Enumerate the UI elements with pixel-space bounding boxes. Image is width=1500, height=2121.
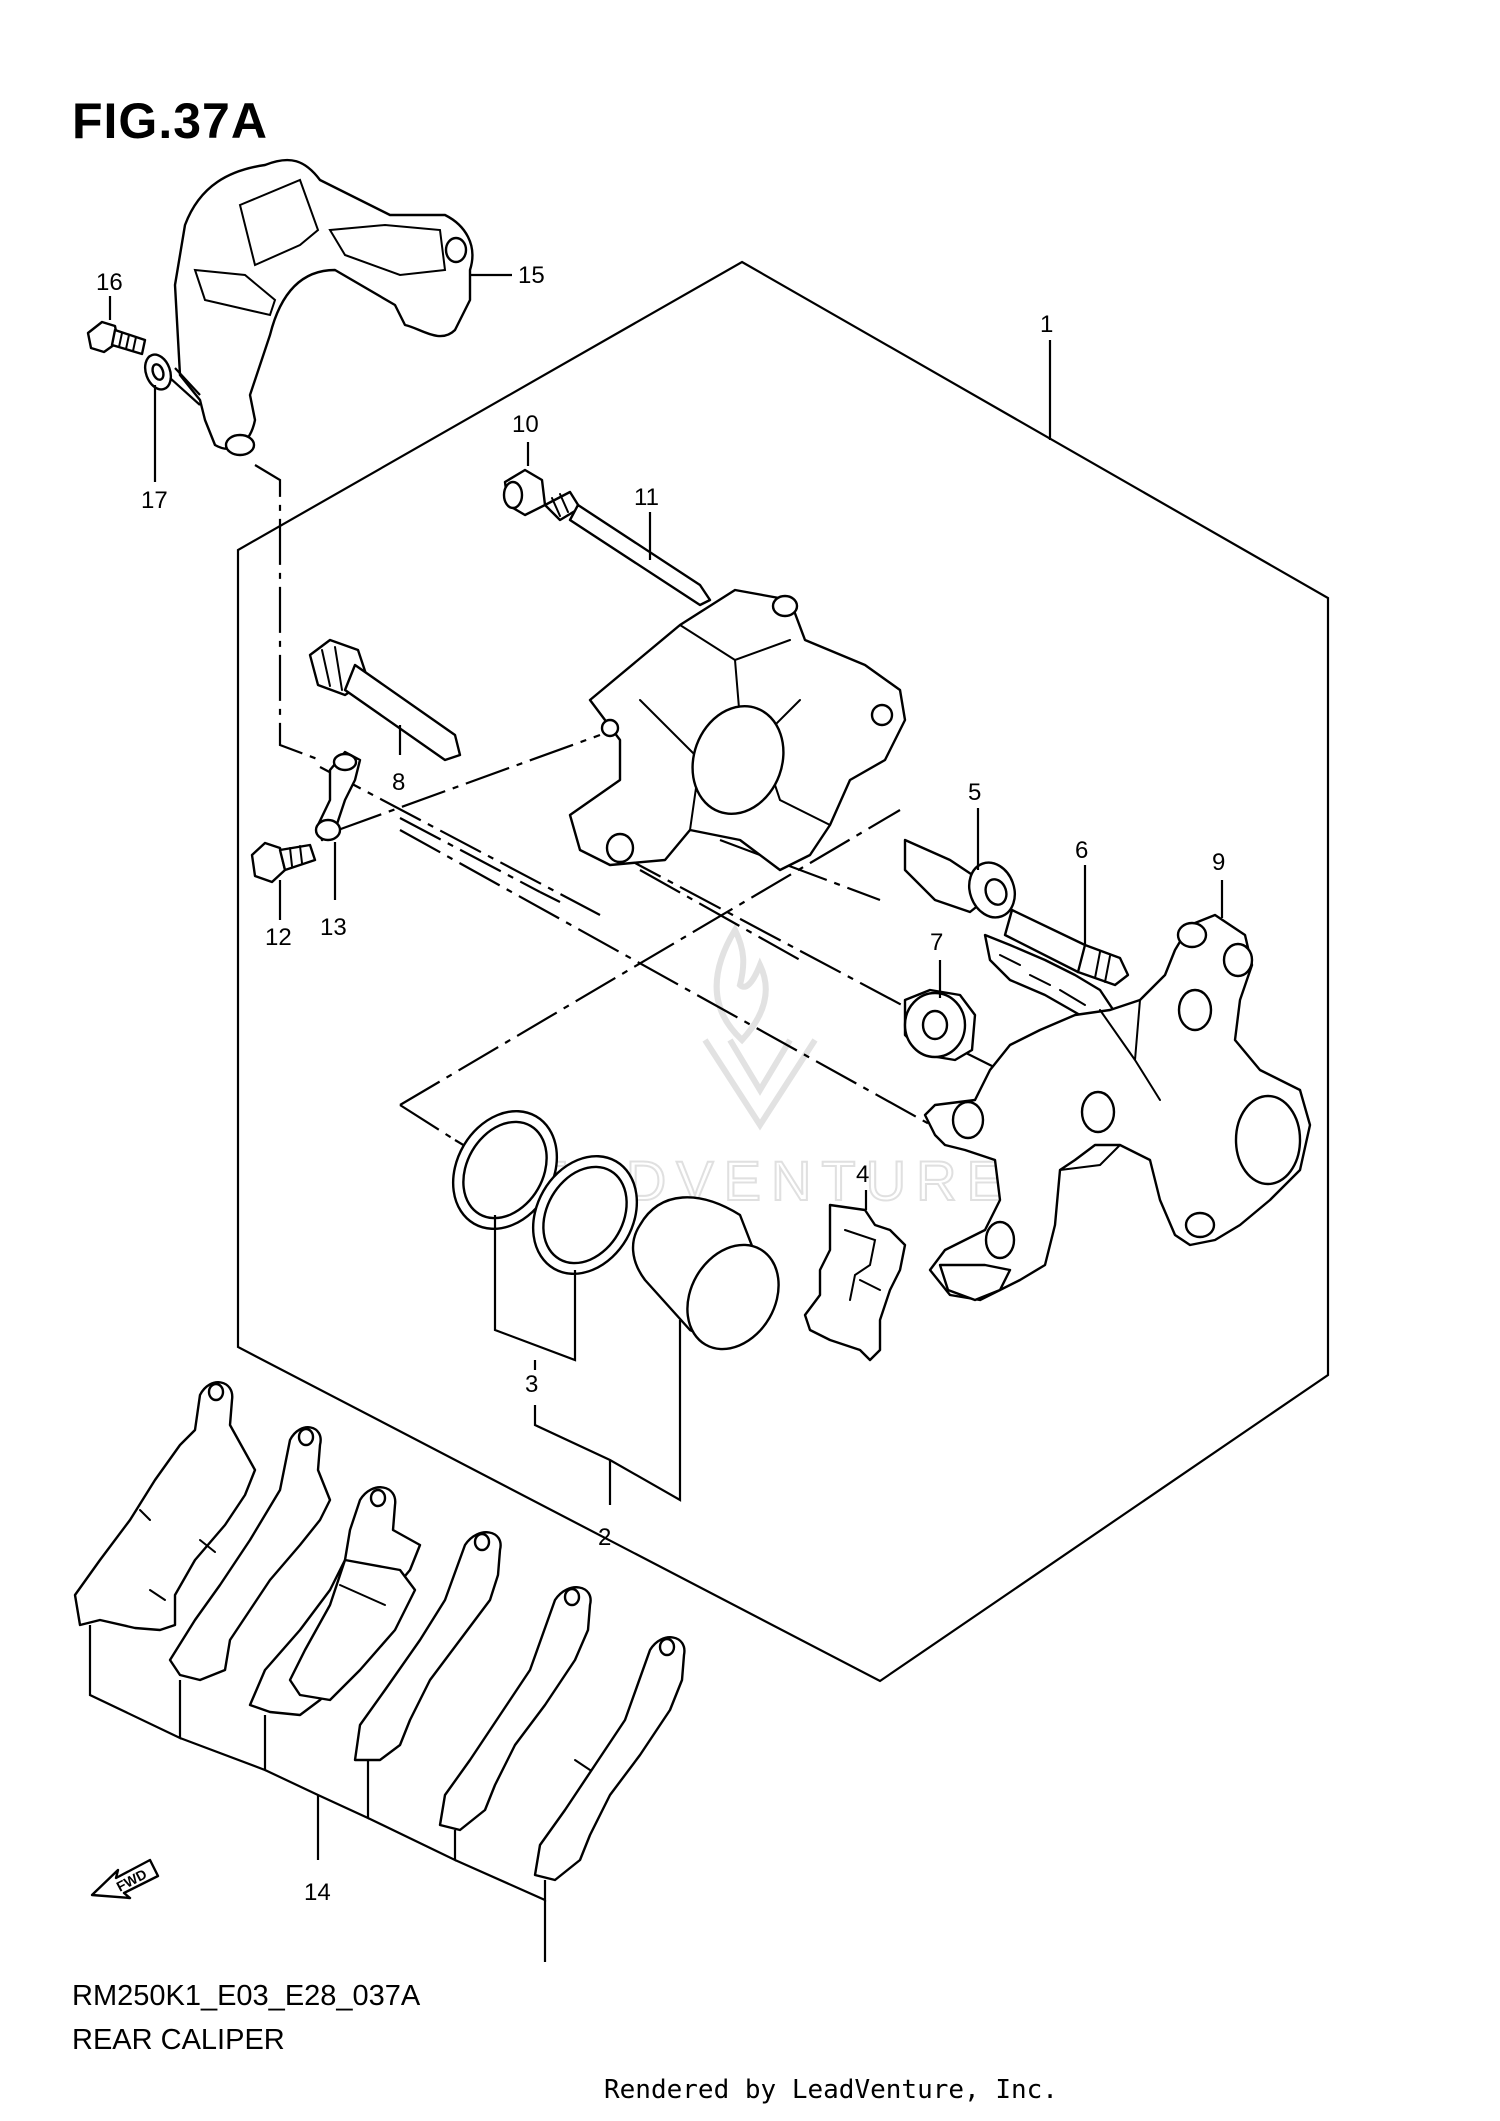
callout-12: 12 [265, 924, 292, 951]
render-credit: Rendered by LeadVenture, Inc. [604, 2075, 1058, 2105]
callout-7: 7 [930, 929, 943, 956]
callout-6: 6 [1075, 837, 1088, 864]
fig-title: FIG.37A [72, 93, 268, 149]
sleeve-part[interactable] [903, 838, 1022, 924]
caliper-assembly-outline [236, 260, 1330, 1683]
callout-10: 10 [512, 411, 539, 438]
callout-15: 15 [518, 262, 545, 289]
bleeder-valve-part[interactable] [250, 841, 317, 884]
pad-spring-part[interactable] [803, 1203, 907, 1362]
callout-4: 4 [856, 1161, 869, 1188]
piston-part[interactable] [631, 1196, 797, 1365]
callout-8: 8 [392, 769, 405, 796]
boot-part[interactable] [903, 988, 977, 1062]
model-code: RM250K1_E03_E28_037A [72, 1980, 421, 2012]
callout-17: 17 [141, 487, 168, 514]
piston-seal-part[interactable] [432, 1092, 657, 1292]
bleeder-cap-part[interactable] [314, 750, 362, 842]
washer-part[interactable] [141, 351, 201, 406]
fwd-arrow-icon: FWD [90, 1858, 160, 1900]
brake-pad-set[interactable] [73, 1381, 686, 1882]
callout-1: 1 [1040, 311, 1053, 338]
assembly-guide-lines [254, 464, 1001, 1156]
guide-bolt-part[interactable] [1003, 908, 1130, 987]
caliper-body-part[interactable] [568, 588, 907, 872]
pad-pin-part[interactable] [543, 490, 712, 607]
callout-5: 5 [968, 779, 981, 806]
caliper-bracket-part[interactable] [923, 913, 1312, 1302]
callout-16: 16 [96, 269, 123, 296]
callout-group: 15 1 16 17 10 11 8 12 13 5 6 9 7 4 3 2 [88, 262, 1225, 1962]
callout-14: 14 [304, 1879, 331, 1906]
callout-2: 2 [598, 1524, 611, 1551]
callout-3: 3 [525, 1371, 538, 1398]
callout-11: 11 [634, 484, 659, 511]
pin-cap-part[interactable] [502, 468, 547, 517]
callout-13: 13 [320, 914, 347, 941]
slide-pin-part[interactable] [308, 638, 462, 762]
bolt-part[interactable] [86, 320, 147, 356]
section-name: REAR CALIPER [72, 2024, 285, 2056]
callout-9: 9 [1212, 849, 1225, 876]
caliper-guard-part[interactable] [173, 158, 474, 457]
